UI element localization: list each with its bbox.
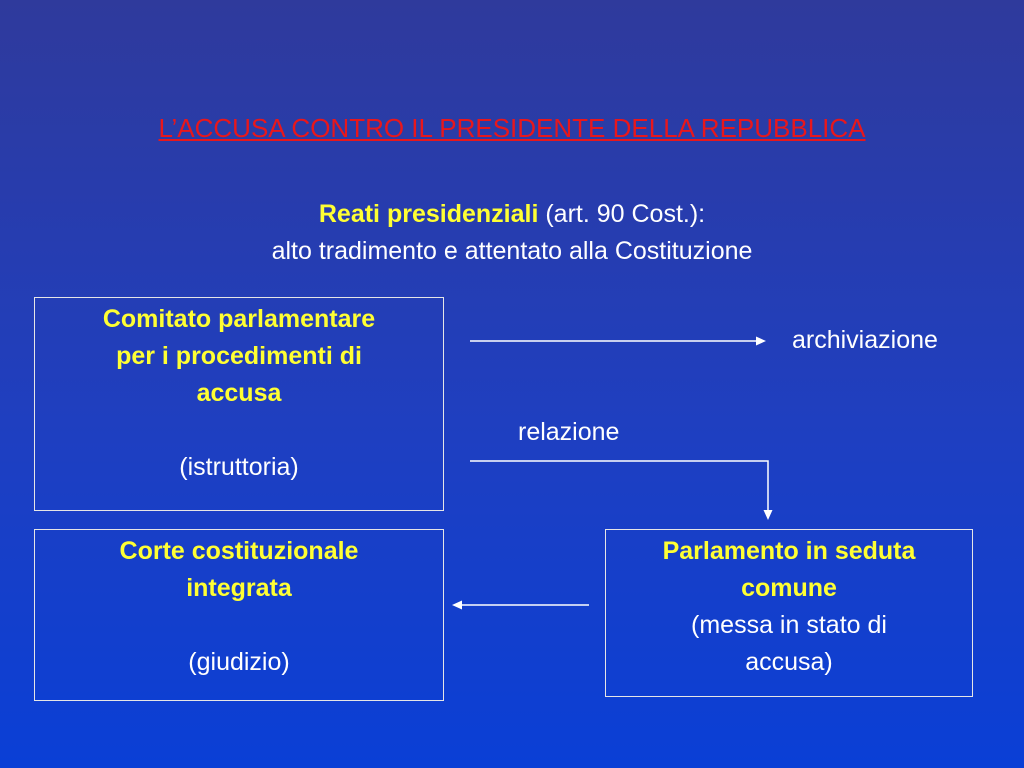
label-archiviazione: archiviazione xyxy=(792,326,938,354)
comitato-note: (istruttoria) xyxy=(179,453,299,481)
comitato-line-1: Comitato parlamentare xyxy=(102,305,376,333)
arrow-relazione-to-parlamento xyxy=(470,460,773,520)
arrow-to-archiviazione xyxy=(470,336,766,346)
comitato-line-3: accusa xyxy=(196,379,282,407)
corte-line-1: Corte costituzionale xyxy=(119,537,359,565)
box-parlamento: Parlamento in seduta comune (messa in st… xyxy=(605,529,973,697)
subtitle-line-1: Reati presidenziali (art. 90 Cost.): xyxy=(0,196,1024,233)
arrow-parlamento-to-corte xyxy=(452,600,589,610)
box-comitato: Comitato parlamentare per i procedimenti… xyxy=(34,297,444,511)
box-corte: Corte costituzionale integrata (giudizio… xyxy=(34,529,444,701)
corte-note: (giudizio) xyxy=(188,648,290,676)
subtitle-art: (art. 90 Cost.): xyxy=(538,200,706,228)
subtitle-bold: Reati presidenziali xyxy=(318,200,539,228)
slide-title: L’ACCUSA CONTRO IL PRESIDENTE DELLA REPU… xyxy=(158,113,866,143)
parlamento-line-1: Parlamento in seduta xyxy=(662,537,916,565)
comitato-line-2: per i procedimenti di xyxy=(116,342,362,370)
subtitle: Reati presidenziali (art. 90 Cost.): alt… xyxy=(0,196,1024,270)
parlamento-line-2: comune xyxy=(741,574,837,602)
label-relazione: relazione xyxy=(518,418,620,446)
corte-line-2: integrata xyxy=(186,574,292,602)
parlamento-note-1: (messa in stato di xyxy=(691,611,887,639)
subtitle-line-2: alto tradimento e attentato alla Costitu… xyxy=(271,237,753,265)
parlamento-note-2: accusa) xyxy=(745,648,833,676)
